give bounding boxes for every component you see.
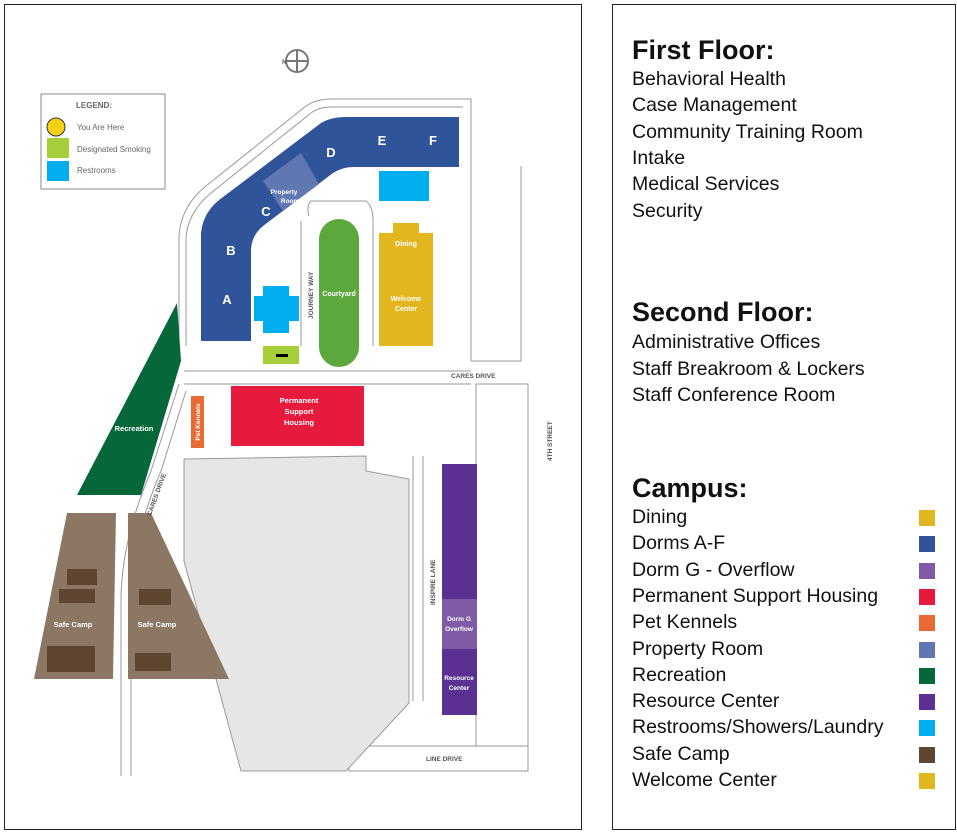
parking-lot [183, 455, 410, 772]
road-outline [185, 106, 463, 346]
campus-item: Restrooms/Showers/Laundry [632, 716, 884, 739]
list-item: Intake [632, 147, 686, 169]
color-swatch [919, 746, 935, 763]
second-floor-heading: Second Floor: [632, 297, 814, 327]
list-item: Administrative Offices [632, 331, 821, 353]
campus-map: N LEGEND: You Are Here Designated Smokin… [4, 4, 582, 830]
campus-item: Dining [632, 506, 688, 528]
psh-label: Housing [284, 418, 314, 427]
list-item: Staff Conference Room [632, 384, 836, 406]
smoking-icon [276, 354, 288, 357]
line-drive [348, 745, 529, 772]
road-outline [471, 166, 522, 362]
color-swatch [919, 562, 935, 579]
property-room[interactable] [263, 153, 319, 211]
dorm-letter: D [326, 145, 335, 160]
campus-item: Welcome Center [632, 769, 777, 791]
dining-welcome-center[interactable] [379, 223, 433, 346]
safe-camp-label: Safe Camp [138, 620, 177, 629]
psh-label: Support [285, 407, 314, 416]
you-are-here-icon [46, 117, 66, 137]
campus-item: Resource Center [632, 690, 780, 713]
dorm-g-overflow[interactable] [442, 599, 477, 649]
campus-item: Dorm G - Overflow [632, 558, 795, 581]
recreation-label: Recreation [115, 424, 154, 433]
resource-center-label: Resource [444, 675, 474, 682]
campus-item: Recreation [632, 663, 727, 686]
campus-item: Permanent Support Housing [632, 584, 879, 607]
list-item: Behavioral Health [632, 68, 786, 90]
resource-center-label: Center [449, 685, 470, 692]
color-swatch [919, 667, 935, 684]
list-item: Security [632, 200, 703, 222]
color-swatch [919, 641, 935, 658]
north-compass-icon [285, 49, 309, 73]
dorm-letter: A [222, 292, 232, 307]
fourth-street [475, 383, 529, 747]
first-floor-heading: First Floor: [632, 35, 775, 65]
dorm-letter: F [429, 133, 437, 148]
dorm-letter: E [378, 133, 387, 148]
campus-heading: Campus: [632, 473, 748, 503]
property-room-label: Room [281, 198, 300, 205]
list-item: Staff Breakroom & Lockers [632, 358, 865, 380]
color-swatch [919, 588, 935, 605]
color-swatch [919, 720, 935, 737]
pet-kennels-label: Pet Kennels [195, 403, 202, 441]
dorm-letter: C [261, 204, 271, 219]
restroom-icon [47, 161, 69, 181]
campus-item: Pet Kennels [632, 611, 738, 634]
safe-camp-2[interactable] [128, 513, 229, 679]
dorms-a-f[interactable] [201, 117, 459, 341]
dorm-letter: B [226, 243, 235, 258]
list-item: Case Management [632, 94, 797, 116]
dorm-g-label: Overflow [445, 626, 474, 633]
road-label: 4TH STREET [547, 421, 554, 461]
dining-label: Dining [395, 241, 417, 248]
road-label: CARES DRIVE [451, 373, 496, 380]
road-label: INSPIRE LANE [430, 559, 437, 605]
restrooms-west[interactable] [254, 286, 299, 333]
color-swatch [919, 773, 935, 789]
north-label: N [282, 59, 287, 66]
permanent-support-housing[interactable] [231, 386, 364, 446]
road-label: JOURNEY WAY [308, 271, 315, 319]
pet-kennels[interactable] [191, 396, 204, 448]
safe-camp-label: Safe Camp [54, 620, 93, 629]
legend-item-label: You Are Here [77, 123, 125, 132]
courtyard-label: Courtyard [322, 291, 355, 298]
journey-way-outline [300, 200, 374, 346]
property-room-label: Property [271, 189, 298, 196]
color-swatch [919, 694, 935, 711]
legend-item-label: Restrooms [77, 166, 116, 175]
inspire-lane-outline [412, 456, 424, 701]
map-drawing: N LEGEND: You Are Here Designated Smokin… [34, 49, 554, 776]
list-item: Medical Services [632, 173, 780, 195]
color-swatch [919, 536, 935, 553]
campus-item: Property Room [632, 637, 764, 660]
welcome-center-label: Welcome [391, 296, 422, 303]
courtyard[interactable] [319, 219, 359, 367]
campus-item: Safe Camp [632, 742, 730, 765]
resource-center[interactable] [442, 464, 477, 715]
dorm-g-label: Dorm G [447, 616, 471, 623]
smoking-icon [47, 138, 69, 158]
road-outline [178, 98, 472, 361]
cares-drive-outline [184, 370, 471, 385]
list-item: Community Training Room [632, 121, 863, 143]
color-swatch [919, 615, 935, 632]
color-swatch [919, 510, 935, 526]
psh-label: Permanent [280, 396, 319, 405]
welcome-center-label: Center [395, 306, 417, 313]
recreation[interactable] [77, 303, 181, 495]
directory-panel: First Floor: Behavioral Health Case Mana… [612, 4, 956, 830]
legend-item-label: Designated Smoking [77, 145, 151, 154]
road-label: LINE DRIVE [426, 756, 463, 763]
legend-title: LEGEND: [76, 101, 112, 110]
restrooms-north[interactable] [379, 171, 429, 201]
campus-item: Dorms A-F [632, 532, 726, 555]
